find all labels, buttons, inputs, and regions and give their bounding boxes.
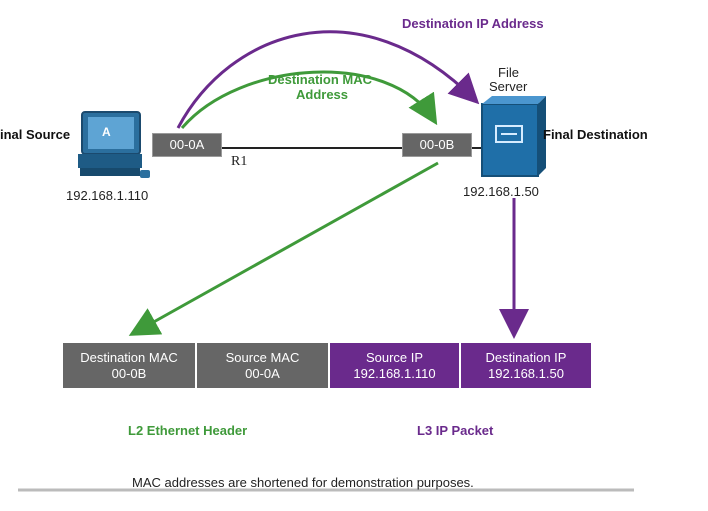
server-icon xyxy=(481,96,546,177)
footnote: MAC addresses are shortened for demonstr… xyxy=(132,475,474,490)
header-field-value: 00-0A xyxy=(245,365,280,381)
pc-letter: A xyxy=(102,125,111,139)
dest-mac-arrow-label-1: Destination MAC xyxy=(268,72,372,87)
dest-ip-label: 192.168.1.50 xyxy=(463,184,539,199)
l3-section-label: L3 IP Packet xyxy=(417,423,494,438)
header-field-dest-mac: Destination MAC 00-0B xyxy=(63,343,195,388)
final-destination-label: Final Destination xyxy=(543,127,648,142)
header-field-label: Source MAC xyxy=(225,349,300,365)
source-ip-label: 192.168.1.110 xyxy=(66,188,149,203)
header-field-label: Destination MAC xyxy=(80,349,178,365)
mac-to-header-arrow xyxy=(128,161,439,336)
final-source-label: inal Source xyxy=(0,127,71,142)
dest-ip-arrow-label: Destination IP Address xyxy=(402,16,544,31)
header-field-src-mac: Source MAC 00-0A xyxy=(197,343,328,388)
header-field-value: 192.168.1.50 xyxy=(488,365,564,381)
computer-icon xyxy=(78,111,150,178)
dest-mac-arrow-label-2: Address xyxy=(296,87,349,102)
file-server-label-1: File xyxy=(498,65,519,80)
router-right-mac: 00-0B xyxy=(402,133,472,157)
router-left-mac: 00-0A xyxy=(152,133,222,157)
dest-mac-arrow xyxy=(180,70,438,129)
header-field-label: Source IP xyxy=(365,349,424,365)
header-field-value: 192.168.1.110 xyxy=(353,365,436,381)
header-field-value: 00-0B xyxy=(111,365,147,381)
header-field-dest-ip: Destination IP 192.168.1.50 xyxy=(461,343,591,388)
dest-ip-arrow xyxy=(176,30,480,129)
router-label: R1 xyxy=(231,154,248,169)
header-field-src-ip: Source IP 192.168.1.110 xyxy=(330,343,459,388)
file-server-label-2: Server xyxy=(489,79,528,94)
l2-section-label: L2 Ethernet Header xyxy=(128,423,248,438)
header-field-label: Destination IP xyxy=(485,349,567,365)
